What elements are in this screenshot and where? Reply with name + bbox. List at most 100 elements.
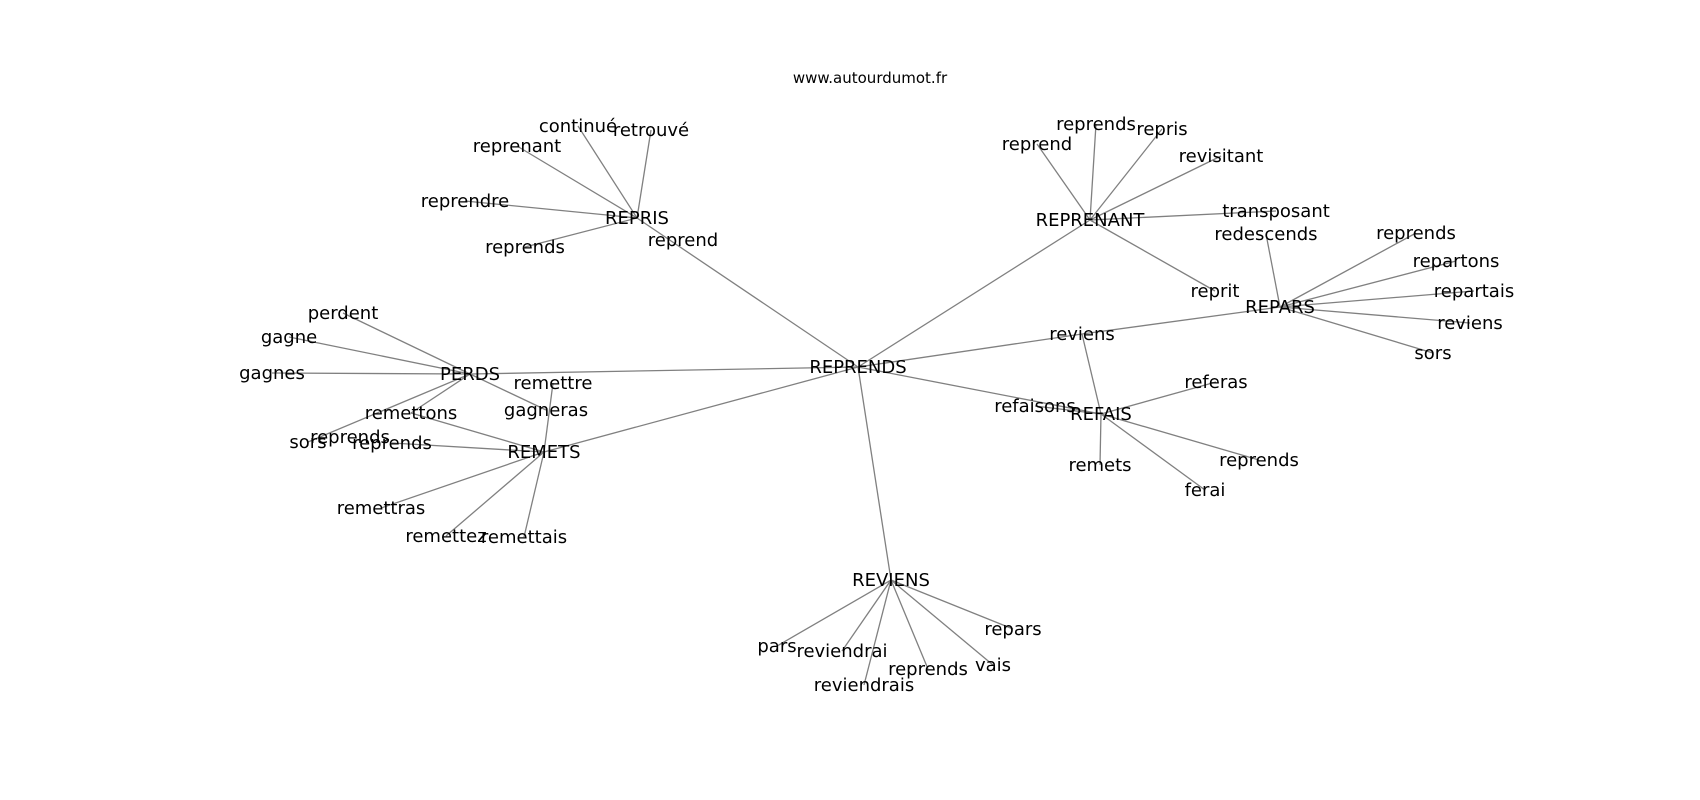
- edge-reprends-reviens: [857, 366, 892, 581]
- edge-reviens-reviens-reviendrais: [863, 579, 892, 686]
- node-remettons: remettons: [365, 403, 458, 424]
- node-perds: PERDS: [440, 364, 500, 385]
- node-reprenant: REPRENANT: [1036, 210, 1146, 231]
- nodes-layer: REPRENDS REPRIS REPRENANT PERDS REMETS REPARS…: [239, 114, 1514, 696]
- node-remettre: remettre: [514, 373, 593, 394]
- node-refais-refaisons: refaisons: [994, 396, 1076, 417]
- node-repars: REPARS: [1245, 297, 1315, 318]
- node-repris-reprend: reprend: [648, 230, 718, 251]
- edge-reprends-perds: [469, 366, 859, 375]
- node-perds-reprends: reprends: [310, 427, 390, 448]
- node-reviens-vais: vais: [975, 655, 1011, 676]
- edge-reviens-reviens-pars: [776, 579, 892, 647]
- edge-reprenant-reprenant-reprend: [1036, 143, 1091, 221]
- edge-remets-remettons: [410, 412, 545, 453]
- edge-refais-refais-ferai: [1100, 413, 1206, 491]
- node-repars-sors: sors: [1414, 343, 1451, 364]
- edge-reprenant-reprenant-revisitant: [1089, 155, 1222, 221]
- edge-remets-remets-remettras: [380, 451, 545, 509]
- edge-perds-perds-gagne: [288, 336, 471, 375]
- edge-remets-remets-reprends: [391, 442, 545, 453]
- node-remets-remettais: remettais: [481, 527, 567, 548]
- edge-reviens-reviens-reprends: [890, 579, 929, 670]
- node-refais-reprends: reprends: [1219, 450, 1299, 471]
- node-perds-perdent: perdent: [308, 303, 379, 324]
- node-repars-reprends: reprends: [1376, 223, 1456, 244]
- edge-reprends-reviens-shared: [857, 333, 1083, 368]
- node-repars-redescends: redescends: [1214, 224, 1317, 245]
- edge-perds-gagneras: [469, 373, 547, 411]
- edge-reprenant-reprenant-reprends: [1089, 123, 1097, 221]
- node-reprenant-repris: repris: [1136, 119, 1187, 140]
- source-label: www.autourdumot.fr: [793, 69, 948, 87]
- node-repris-continue: continué: [539, 116, 617, 137]
- edge-repars-repars-redescends: [1265, 233, 1281, 308]
- node-reviens-reviendrais: reviendrais: [814, 675, 914, 696]
- node-repris-retrouve: retrouvé: [613, 120, 689, 141]
- node-remets-reprends: reprends: [352, 433, 432, 454]
- edge-refais-refais-remets: [1099, 413, 1102, 466]
- node-reprenant-reprends: reprends: [1056, 114, 1136, 135]
- node-gagneras: gagneras: [504, 400, 588, 421]
- node-reviens-shared: reviens: [1049, 324, 1115, 345]
- edge-reprends-reprenant: [857, 219, 1091, 368]
- edge-reviens-reviens-vais: [890, 579, 994, 666]
- edges-layer: [271, 123, 1475, 686]
- node-refais-ferai: ferai: [1185, 480, 1226, 501]
- edge-reprenant-reprenant-transposant: [1089, 210, 1277, 221]
- edge-reviens-reviens-repars: [890, 579, 1014, 630]
- edge-reprends-remets: [543, 366, 859, 453]
- edge-reviens-shared-repars: [1081, 306, 1281, 335]
- edge-reprenant-reprenant-reprit: [1089, 219, 1216, 292]
- node-remets: REMETS: [507, 442, 580, 463]
- edge-refais-refais-refaisons: [1034, 405, 1102, 415]
- edge-perds-perds-sors: [307, 373, 471, 443]
- edge-reprends-refais: [857, 366, 1102, 415]
- edge-repars-repars-reprends: [1279, 232, 1417, 308]
- node-refais-referas: referas: [1184, 372, 1247, 393]
- edge-perds-remettons: [410, 373, 471, 414]
- node-perds-gagne: gagne: [261, 327, 317, 348]
- node-repars-reviens: reviens: [1437, 313, 1503, 334]
- edge-repars-repars-sors: [1279, 306, 1434, 354]
- node-repris-reprends: reprends: [485, 237, 565, 258]
- node-reviens-repars: repars: [984, 619, 1041, 640]
- node-repris: REPRIS: [605, 208, 669, 229]
- node-reviens: REVIENS: [852, 570, 930, 591]
- edge-refais-refais-referas: [1100, 381, 1217, 415]
- node-reprenant-reprit: reprit: [1191, 281, 1240, 302]
- edge-repris-repris-continue: [577, 125, 638, 219]
- edge-reprenant-reprenant-repris: [1089, 128, 1163, 221]
- edge-repris-repris-reprends: [524, 217, 638, 248]
- node-reprenant-reprend: reprend: [1002, 134, 1072, 155]
- edge-repars-repars-repartons: [1279, 260, 1457, 308]
- node-refais-remets: remets: [1068, 455, 1131, 476]
- edge-repris-repris-retrouve: [636, 129, 652, 219]
- edge-repars-repars-reviens: [1279, 306, 1471, 324]
- node-reprenant-revisitant: revisitant: [1179, 146, 1264, 167]
- node-repris-reprendre: reprendre: [421, 191, 510, 212]
- edge-perds-perds-perdent: [342, 312, 471, 375]
- edge-perds-perds-gagnes: [271, 372, 471, 375]
- node-reviens-reviendrai: reviendrai: [796, 641, 887, 662]
- edge-repris-repris-reprendre: [464, 200, 638, 219]
- edge-remets-remets-remettais: [523, 451, 545, 538]
- node-reviens-reprends: reprends: [888, 659, 968, 680]
- node-perds-gagnes: gagnes: [239, 363, 305, 384]
- edge-reviens-shared-refais: [1081, 333, 1102, 415]
- node-remets-remettez: remettez: [405, 526, 486, 547]
- node-repars-repartons: repartons: [1413, 251, 1500, 272]
- node-reviens-pars: pars: [757, 636, 796, 657]
- node-reprends: REPRENDS: [809, 357, 906, 378]
- edge-reprends-repris: [636, 217, 859, 368]
- edge-repris-repris-reprenant: [516, 145, 638, 219]
- edge-refais-refais-reprends: [1100, 413, 1260, 461]
- node-reprenant-transposant: transposant: [1222, 201, 1330, 222]
- node-repris-reprenant: reprenant: [473, 136, 562, 157]
- edge-repars-repars-repartais: [1279, 290, 1475, 308]
- node-repars-repartais: repartais: [1434, 281, 1514, 302]
- node-remets-remettras: remettras: [337, 498, 426, 519]
- node-perds-sors: sors: [289, 432, 326, 453]
- edge-remets-remettre: [543, 382, 554, 453]
